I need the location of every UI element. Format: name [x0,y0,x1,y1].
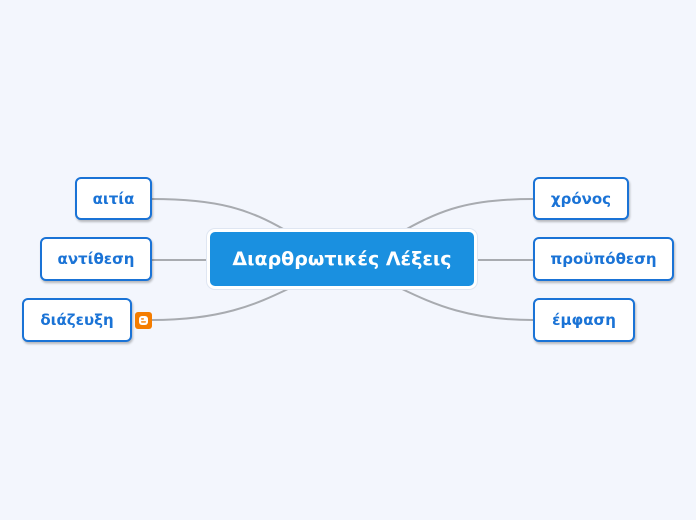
topic-label: χρόνος [550,189,612,208]
central-topic-label: Διαρθρωτικές Λέξεις [232,248,452,270]
topic-proypothesi[interactable]: προϋπόθεση [533,237,674,281]
topic-diazeuxi[interactable]: διάζευξη [22,298,132,342]
topic-label: αιτία [92,189,135,208]
topic-xronos[interactable]: χρόνος [533,177,629,220]
central-topic[interactable]: Διαρθρωτικές Λέξεις [207,229,477,289]
topic-aitia[interactable]: αιτία [75,177,152,220]
connector-diazeuxi [151,287,291,321]
connector-emfasi [399,287,534,321]
topic-label: αντίθεση [57,250,135,268]
topic-emfasi[interactable]: έμφαση [533,298,635,342]
topic-label: έμφαση [552,311,616,329]
topic-label: διάζευξη [40,311,114,329]
blogger-icon[interactable] [135,312,152,329]
connector-xronos [404,198,534,231]
connector-aitia [151,198,286,231]
blogger-glyph-icon [139,316,148,325]
topic-label: προϋπόθεση [550,250,657,268]
topic-antithesi[interactable]: αντίθεση [40,237,152,281]
